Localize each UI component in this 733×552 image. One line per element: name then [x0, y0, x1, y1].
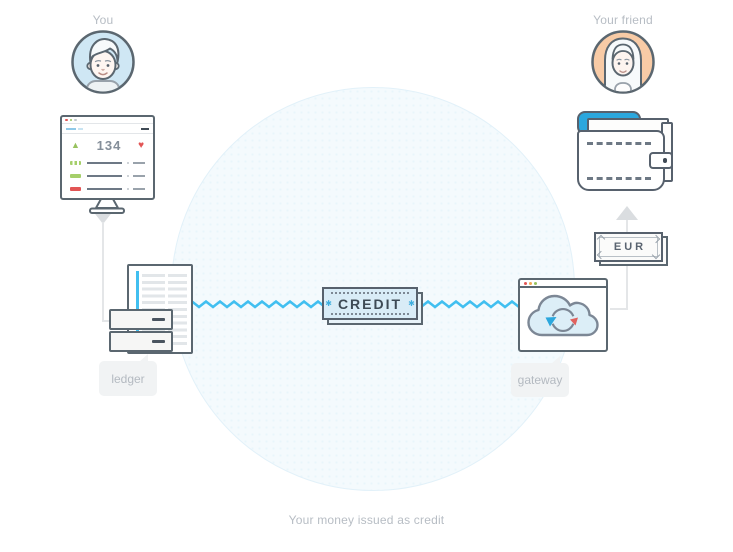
- diagram-caption: Your money issued as credit: [288, 513, 445, 527]
- gateway-label: gateway: [517, 373, 563, 387]
- score-row: ▲ 134 ♥: [62, 138, 153, 153]
- sync-cloud-icon: [527, 294, 599, 337]
- wallet-body: [577, 130, 665, 191]
- wallet-stitching: [587, 177, 651, 180]
- heart-icon: ♥: [138, 139, 144, 151]
- wallet-icon: [573, 106, 679, 194]
- credit-note-icon: ✱ CREDIT ✱: [322, 287, 425, 327]
- connector-line: [102, 320, 114, 322]
- you-label: You: [92, 13, 114, 27]
- titlebar-dot-red: [65, 118, 68, 122]
- eur-label: EUR: [613, 241, 647, 253]
- address-text-bar: [66, 128, 76, 130]
- connector-line: [102, 222, 104, 322]
- titlebar-dot-orange: [529, 281, 532, 285]
- eur-note-icon: EUR: [594, 232, 670, 268]
- monitor-titlebar: [62, 117, 153, 124]
- monitor-stand: [89, 198, 125, 214]
- status-chip-green-dashed: [70, 161, 81, 165]
- monitor-addressbar: [62, 125, 153, 134]
- address-text-bar: [78, 128, 83, 130]
- titlebar-dot-green: [69, 118, 72, 122]
- list-item: [62, 174, 153, 178]
- server-box-icon: [109, 331, 173, 352]
- friend-avatar-icon: [591, 30, 655, 94]
- credit-note-front: ✱ CREDIT ✱: [322, 287, 418, 320]
- titlebar-dot-green: [534, 281, 537, 285]
- list-item: [62, 161, 153, 165]
- wallet-clasp: [649, 152, 673, 169]
- gateway-window: [518, 278, 608, 352]
- zigzag-right: [421, 299, 520, 309]
- clasp-button: [662, 158, 667, 163]
- server-box-icon: [109, 309, 173, 330]
- gateway-label-bubble: gateway: [511, 356, 569, 397]
- gateway-titlebar: [520, 280, 606, 288]
- eur-note-front: EUR: [594, 232, 663, 262]
- star-icon: ✱: [408, 299, 415, 308]
- wallet-stitching: [587, 142, 651, 145]
- connector-line: [610, 308, 628, 310]
- ledger-label: ledger: [111, 371, 145, 386]
- arrow-up-icon: ▲: [71, 140, 80, 150]
- balance-monitor: ▲ 134 ♥: [60, 115, 155, 200]
- ledger-label-bubble: ledger: [99, 354, 157, 396]
- status-chip-green: [70, 174, 81, 178]
- menu-dash-icon: [141, 127, 149, 131]
- arrow-up-icon: [616, 206, 638, 220]
- credit-label: CREDIT: [337, 295, 403, 312]
- titlebar-dot-gray: [74, 118, 77, 122]
- sync-arrow-blue: [545, 317, 557, 327]
- list-item: [62, 187, 153, 191]
- balance-value: 134: [96, 138, 122, 153]
- star-icon: ✱: [325, 299, 332, 308]
- status-chip-red: [70, 187, 81, 191]
- sync-arrow-red: [570, 317, 578, 326]
- friend-label: Your friend: [593, 13, 653, 27]
- you-avatar-icon: [71, 30, 135, 94]
- zigzag-left: [185, 299, 325, 309]
- titlebar-dot-red: [524, 281, 527, 285]
